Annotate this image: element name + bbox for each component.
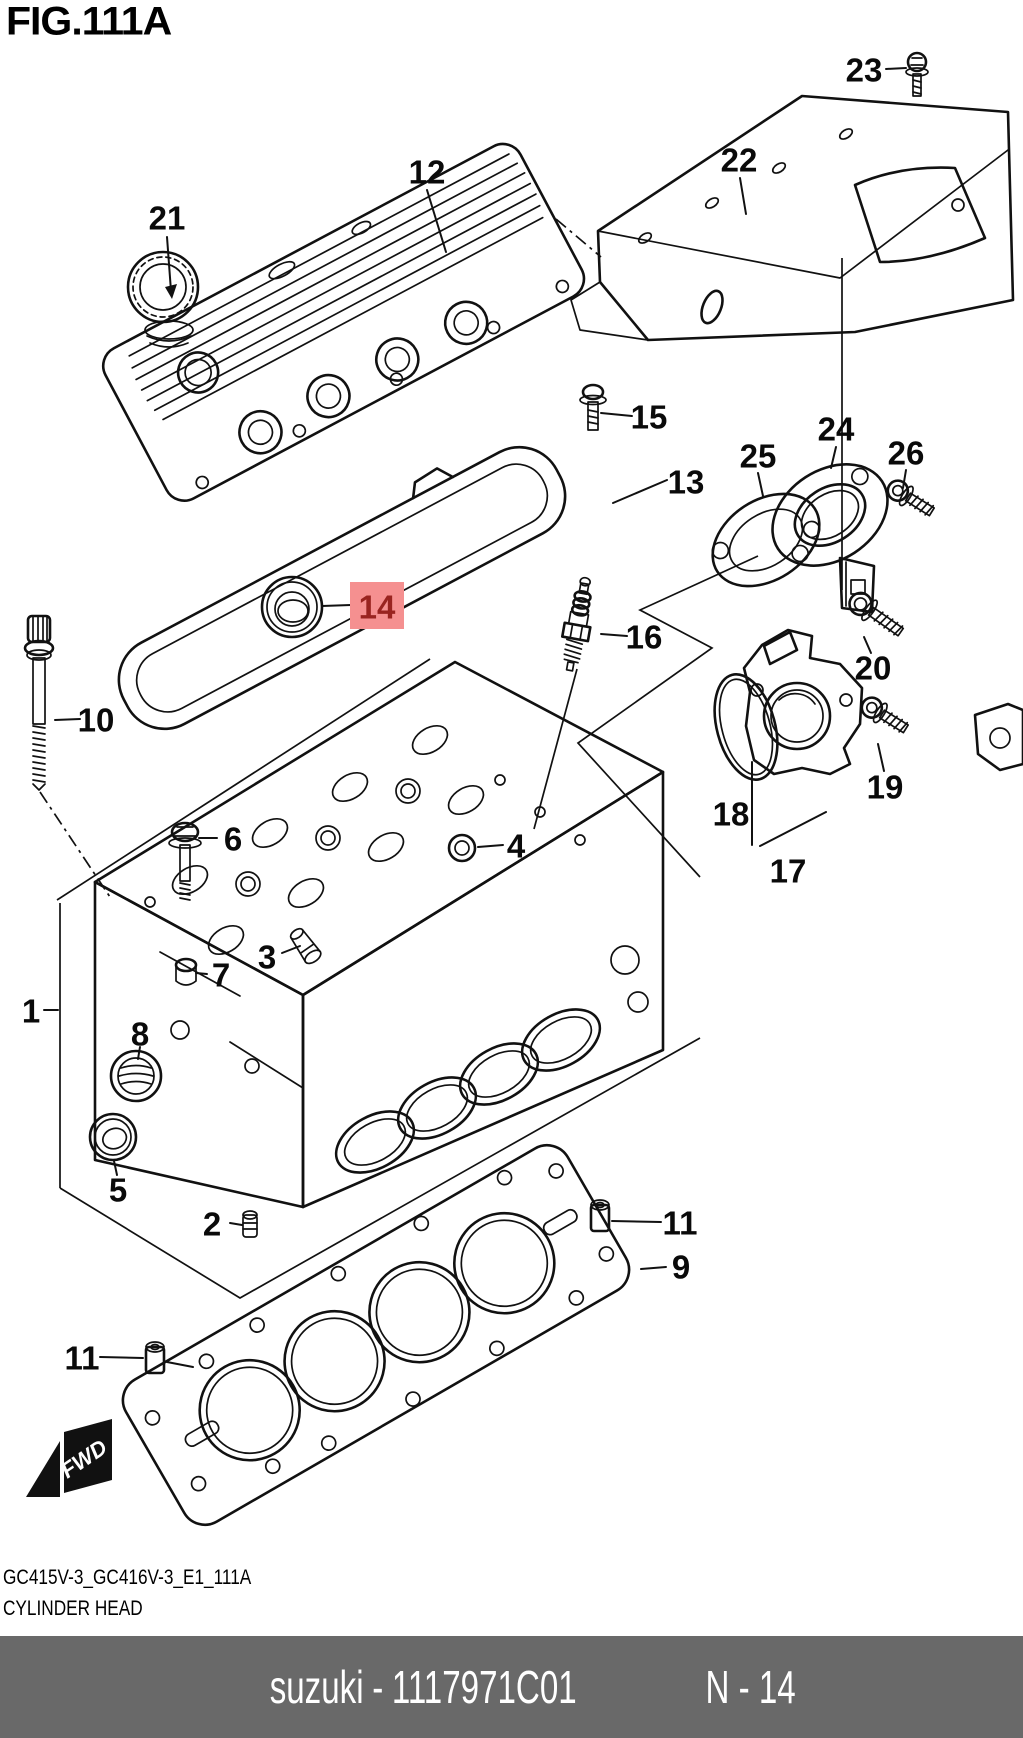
callout-4[interactable]: 4 — [507, 828, 526, 865]
part-19-bolt — [860, 696, 909, 734]
part-13-cover-gasket — [117, 445, 567, 731]
svg-text:23: 23 — [846, 52, 883, 89]
part-18-o-ring — [713, 673, 779, 781]
leader-lines — [43, 67, 907, 1368]
part-16-spark-plug — [560, 576, 592, 672]
drawing-code: GC415V-3_GC416V-3_E1_111A — [3, 1566, 252, 1589]
svg-text:2: 2 — [203, 1206, 221, 1243]
svg-text:5: 5 — [109, 1172, 127, 1209]
part-6-head-bolt — [168, 821, 202, 901]
svg-text:20: 20 — [855, 650, 892, 687]
part-12-valve-cover — [101, 142, 586, 502]
part-3-valve-guide — [289, 927, 322, 965]
svg-text:15: 15 — [631, 399, 668, 436]
part-number: 1117971C01 — [391, 1661, 577, 1713]
footer-bar: suzuki - 1117971C01 N - 14 — [0, 1636, 1023, 1738]
svg-text:6: 6 — [224, 821, 242, 858]
svg-text:4: 4 — [507, 828, 526, 865]
callout-26[interactable]: 26 — [888, 435, 925, 472]
svg-text:19: 19 — [867, 769, 904, 806]
part-11-dowel-left — [144, 1341, 166, 1375]
part-5-seal — [88, 1112, 138, 1162]
part-8-plug — [109, 1049, 163, 1103]
svg-text:1: 1 — [22, 993, 40, 1030]
figure-title: FIG.111A — [6, 0, 172, 44]
svg-text:21: 21 — [149, 200, 186, 237]
callout-25[interactable]: 25 — [740, 438, 777, 475]
callout-17[interactable]: 17 — [770, 853, 807, 890]
svg-text:11: 11 — [65, 1340, 100, 1377]
part-25-flange-gasket — [711, 492, 821, 588]
part-23-bolt — [905, 51, 929, 97]
callout-14-highlighted[interactable]: 14 — [350, 582, 404, 629]
callout-3[interactable]: 3 — [258, 939, 276, 976]
part-2-dowel-pin — [242, 1210, 258, 1238]
callout-10[interactable]: 10 — [78, 702, 115, 739]
callout-13[interactable]: 13 — [668, 464, 705, 501]
svg-text:13: 13 — [668, 464, 705, 501]
callout-22[interactable]: 22 — [721, 142, 758, 179]
part-17-water-outlet — [742, 628, 1023, 776]
separator: - — [371, 1661, 383, 1713]
svg-text:16: 16 — [626, 619, 663, 656]
callout-24[interactable]: 24 — [818, 411, 855, 448]
svg-text:14: 14 — [359, 589, 396, 626]
brand-label: suzuki — [269, 1661, 364, 1713]
part-24-intake-flange — [771, 463, 889, 614]
callout-11[interactable]: 11 — [65, 1340, 100, 1377]
callout-18[interactable]: 18 — [713, 796, 750, 833]
svg-text:18: 18 — [713, 796, 750, 833]
callout-9[interactable]: 9 — [672, 1249, 690, 1286]
svg-text:10: 10 — [78, 702, 115, 739]
section-title: CYLINDER HEAD — [3, 1597, 143, 1620]
callout-23[interactable]: 23 — [846, 52, 883, 89]
footer-part-id: suzuki - 1117971C01 — [269, 1660, 576, 1714]
callout-7[interactable]: 7 — [212, 957, 230, 994]
part-15-bolt — [579, 383, 607, 431]
svg-text:26: 26 — [888, 435, 925, 472]
part-26-bolt — [886, 479, 935, 517]
part-21-oil-filler-cap — [126, 250, 200, 348]
part-14-camshaft-seal — [260, 575, 324, 639]
callout-12[interactable]: 12 — [409, 154, 446, 191]
callout-19[interactable]: 19 — [867, 769, 904, 806]
highlight-box — [350, 582, 404, 629]
svg-text:9: 9 — [672, 1249, 690, 1286]
callout-5[interactable]: 5 — [109, 1172, 127, 1209]
part-1-cylinder-head — [93, 660, 665, 1209]
part-4-ring — [447, 833, 477, 863]
part-22-heat-shield — [570, 94, 1015, 342]
svg-text:25: 25 — [740, 438, 777, 475]
svg-text:11: 11 — [663, 1205, 698, 1242]
page-reference: N - 14 — [705, 1661, 796, 1713]
svg-text:17: 17 — [770, 853, 807, 890]
part-7-cap — [174, 957, 198, 986]
callout-2[interactable]: 2 — [203, 1206, 221, 1243]
svg-text:24: 24 — [818, 411, 855, 448]
callout-16[interactable]: 16 — [626, 619, 663, 656]
part-10-long-bolt — [23, 614, 55, 791]
svg-text:8: 8 — [131, 1016, 149, 1053]
svg-text:7: 7 — [212, 957, 230, 994]
callout-11[interactable]: 11 — [663, 1205, 698, 1242]
callout-21[interactable]: 21 — [149, 200, 186, 237]
part-20-bolt — [848, 591, 905, 637]
callout-6[interactable]: 6 — [224, 821, 242, 858]
svg-text:3: 3 — [258, 939, 276, 976]
svg-text:22: 22 — [721, 142, 758, 179]
fwd-arrow: FWD — [26, 1419, 112, 1497]
callout-1[interactable]: 1 — [22, 993, 40, 1030]
callout-8[interactable]: 8 — [131, 1016, 149, 1053]
svg-text:12: 12 — [409, 154, 446, 191]
part-9-head-gasket — [121, 1143, 631, 1527]
callout-15[interactable]: 15 — [631, 399, 668, 436]
callout-20[interactable]: 20 — [855, 650, 892, 687]
part-11-dowel-right — [589, 1199, 611, 1233]
